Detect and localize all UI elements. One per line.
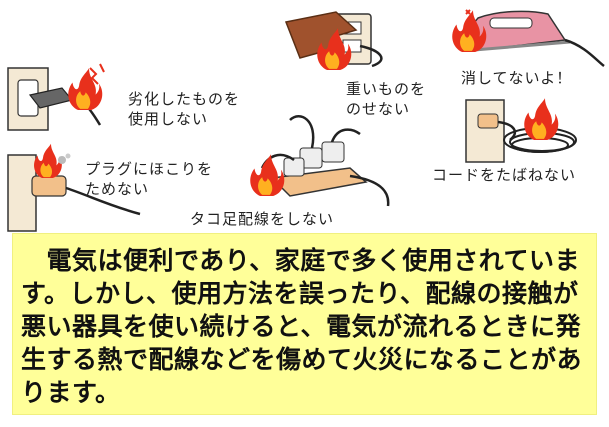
deteriorated-plug-illustration — [7, 63, 105, 131]
illustration-scene — [7, 9, 605, 232]
caption-octopus: タコ足配線をしない — [190, 210, 335, 228]
caption-dust: プラグにほこりを ためない — [85, 160, 214, 198]
info-text-box: 電気は便利であり、家庭で多く使用されています。しかし、使用方法を誤ったり、配線の… — [12, 233, 597, 415]
caption-heavy: 重いものを のせない — [346, 80, 427, 118]
caption-cord: コードをたばねない — [432, 166, 577, 184]
heavy-object-illustration — [284, 11, 383, 71]
info-text: 電気は便利であり、家庭で多く使用されています。しかし、使用方法を誤ったり、配線の… — [21, 246, 583, 407]
iron-illustration — [452, 9, 605, 67]
caption-switch-off: 消してないよ！ — [461, 69, 573, 87]
octopus-wiring-illustration — [250, 114, 390, 207]
bundled-cord-illustration — [465, 98, 577, 163]
dusty-plug-illustration — [7, 143, 141, 232]
caption-deteriorated: 劣化したものを 使用しない — [128, 90, 241, 128]
